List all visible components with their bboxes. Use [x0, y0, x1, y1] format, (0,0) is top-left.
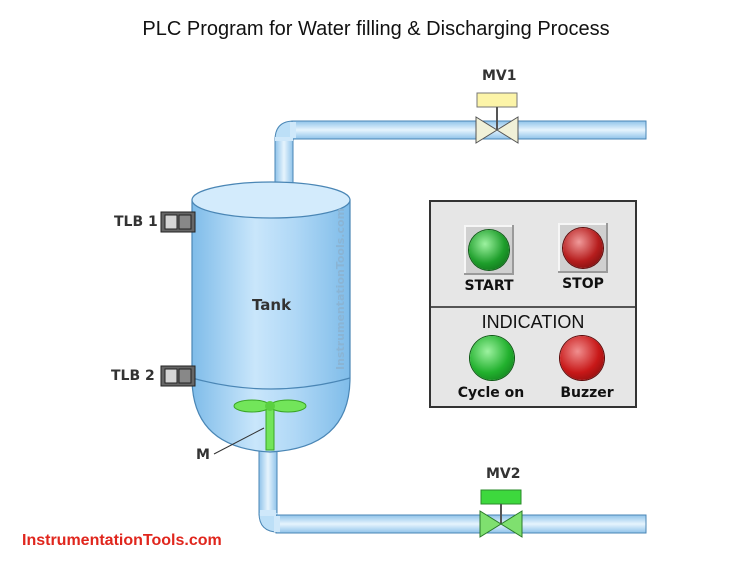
mv1-label: MV1: [482, 68, 517, 84]
tlb1-label: TLB 1: [114, 214, 158, 230]
start-button[interactable]: [464, 225, 514, 275]
inlet-pipe: [274, 120, 647, 194]
agitator: [233, 399, 307, 451]
start-label: START: [464, 278, 514, 294]
cycle-on-label: Cycle on: [457, 385, 525, 401]
tlb2-label: TLB 2: [111, 368, 155, 384]
motor-label: M: [196, 447, 210, 463]
start-lamp: [469, 230, 509, 270]
panel-divider: [431, 306, 635, 308]
stop-lamp: [563, 228, 603, 268]
stop-label: STOP: [562, 276, 604, 292]
outlet-pipe: [258, 444, 647, 534]
page-title: PLC Program for Water filling & Discharg…: [142, 18, 610, 40]
buzzer-label: Buzzer: [560, 385, 614, 401]
footer-watermark: InstrumentationTools.com: [22, 532, 222, 549]
sensor-tlb1[interactable]: [160, 211, 196, 233]
valve-mv2[interactable]: [479, 489, 523, 538]
cycle-on-lamp: [470, 336, 514, 380]
sensor-tlb2[interactable]: [160, 365, 196, 387]
mv2-label: MV2: [486, 466, 521, 482]
buzzer-lamp: [560, 336, 604, 380]
motor-pointer: [213, 427, 265, 455]
stop-button[interactable]: [558, 223, 608, 273]
mv2-actuator: [480, 489, 522, 505]
control-panel: START STOP INDICATION Cycle on Buzzer: [429, 200, 637, 408]
indication-heading: INDICATION: [481, 312, 585, 332]
valve-mv1[interactable]: [475, 92, 519, 144]
tank-label: Tank: [252, 296, 292, 314]
tank-watermark: InstrumentationTools.com: [334, 208, 347, 370]
mv1-actuator: [476, 92, 518, 108]
tank: [191, 181, 351, 453]
